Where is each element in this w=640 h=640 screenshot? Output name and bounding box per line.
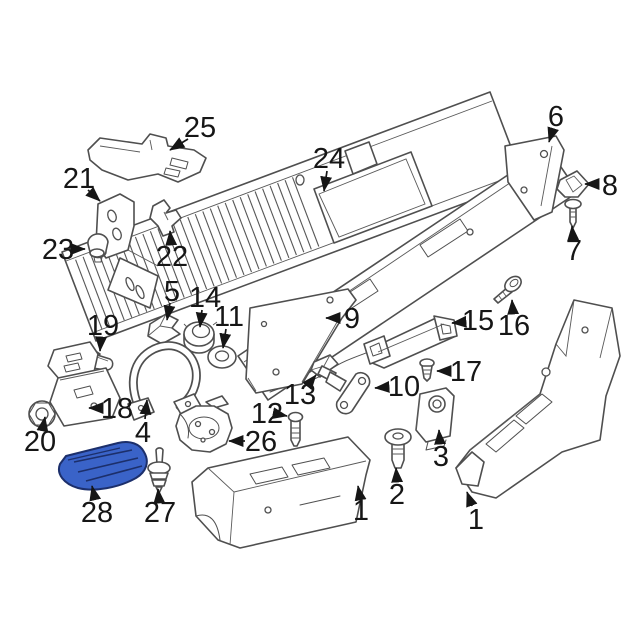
callout-label-14[interactable]: 14 (189, 282, 221, 314)
callout-label-7[interactable]: 7 (566, 235, 582, 267)
callout-arrow-24 (320, 170, 333, 192)
callout-arrow-3 (434, 429, 446, 445)
callout-arrow-22 (165, 230, 178, 246)
callout-label-20[interactable]: 20 (24, 426, 56, 458)
callout-label-8[interactable]: 8 (602, 170, 618, 202)
callout-label-25[interactable]: 25 (184, 112, 216, 144)
part-3-cage-nut[interactable] (415, 387, 455, 451)
part-2-shoulder-bolt[interactable] (384, 428, 412, 469)
part-22-retainer-clip[interactable] (149, 199, 182, 237)
callout-arrow-10 (374, 381, 390, 393)
callout-label-27[interactable]: 27 (144, 497, 176, 529)
callout-label-6[interactable]: 6 (548, 101, 564, 133)
callout-label-2[interactable]: 2 (389, 479, 405, 511)
part-11-washer[interactable] (207, 345, 237, 369)
part-25-step-bracket[interactable] (87, 133, 207, 183)
part-13-clip[interactable] (310, 354, 339, 378)
part-20-flange-nut[interactable] (28, 400, 56, 428)
callout-label-12[interactable]: 12 (251, 398, 283, 430)
part-26-hitch-bracket[interactable] (175, 395, 233, 453)
callout-arrow-7 (567, 225, 580, 241)
callout-arrow-12 (271, 407, 288, 420)
part-27-push-pin[interactable] (147, 447, 171, 494)
callout-arrow-15 (451, 315, 467, 328)
callout-arrow-25 (169, 137, 189, 151)
part-14-flange-nut[interactable] (183, 321, 218, 354)
callout-arrow-27 (153, 488, 166, 504)
callout-label-22[interactable]: 22 (156, 241, 188, 273)
part-15-impact-bar[interactable] (363, 315, 458, 369)
callout-arrow-5 (163, 302, 176, 321)
callout-label-17[interactable]: 17 (450, 356, 482, 388)
callout-label-19[interactable]: 19 (87, 310, 119, 342)
callout-label-23[interactable]: 23 (42, 234, 74, 266)
callout-arrow-1-right (466, 491, 478, 508)
callout-label-15[interactable]: 15 (462, 305, 494, 337)
callout-label-13[interactable]: 13 (284, 379, 316, 411)
callout-label-11[interactable]: 11 (214, 301, 244, 333)
callout-arrow-11 (219, 328, 232, 349)
callout-arrow-14 (195, 309, 208, 328)
part-17-push-pin[interactable] (419, 358, 435, 382)
callout-arrow-4 (139, 399, 152, 420)
callout-arrow-2 (391, 467, 404, 483)
callout-label-10[interactable]: 10 (388, 371, 420, 403)
part-8-wedge-clip[interactable] (556, 170, 590, 198)
callout-arrow-19 (95, 336, 108, 352)
part-28-hitch-cover-highlighted[interactable] (58, 441, 148, 491)
callout-label-21[interactable]: 21 (63, 163, 95, 195)
callout-label-28[interactable]: 28 (81, 497, 113, 529)
callout-label-24[interactable]: 24 (313, 143, 345, 175)
part-7-push-pin[interactable] (564, 198, 582, 229)
callout-label-26[interactable]: 26 (245, 426, 277, 458)
callout-arrow-28 (89, 485, 102, 502)
callout-label-18[interactable]: 18 (101, 393, 133, 425)
callout-arrow-20 (36, 416, 49, 433)
part-16-hex-bolt[interactable] (493, 273, 524, 304)
callout-label-16[interactable]: 16 (498, 310, 530, 342)
part-10-linkage[interactable] (317, 365, 371, 415)
callout-label-3[interactable]: 3 (433, 441, 449, 473)
callout-arrow-16 (507, 299, 520, 315)
callout-arrow-13 (302, 374, 317, 391)
callout-label-1-left[interactable]: 1 (353, 495, 369, 527)
part-1-bumper-section-right[interactable] (455, 299, 621, 499)
callout-label-5[interactable]: 5 (164, 276, 180, 308)
part-23-grommet[interactable] (87, 233, 109, 263)
part-12-bolt[interactable] (287, 411, 304, 447)
callout-arrow-1-left (354, 485, 367, 502)
callout-label-9[interactable]: 9 (344, 303, 360, 335)
callout-arrow-21 (85, 186, 101, 202)
part-1-bumper-section-left[interactable] (191, 436, 371, 549)
callout-label-1-right[interactable]: 1 (468, 504, 484, 536)
callout-label-4[interactable]: 4 (135, 417, 151, 449)
callout-arrow-6 (547, 126, 559, 143)
